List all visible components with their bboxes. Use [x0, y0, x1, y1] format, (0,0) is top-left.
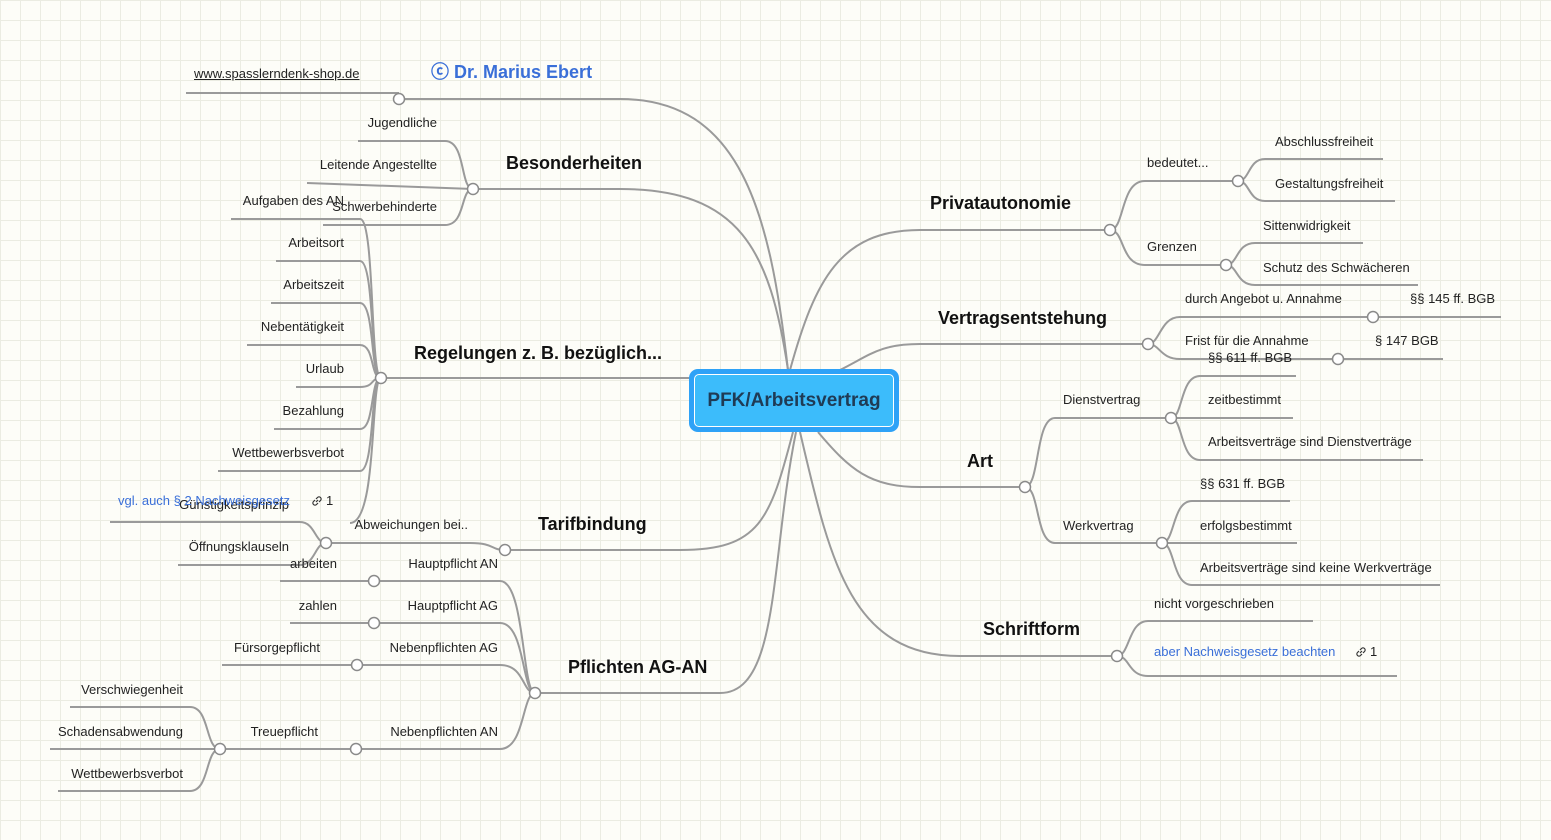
- subtopic-treuepflicht[interactable]: Treuepflicht: [250, 724, 318, 739]
- subtopic-hauptpflicht-ag[interactable]: Hauptpflicht AG: [407, 598, 498, 613]
- node-knob: [528, 686, 542, 700]
- topic-pflichten[interactable]: Pflichten AG-AN: [568, 657, 708, 677]
- node-knob: [1366, 310, 1380, 324]
- node-knob: [1018, 480, 1032, 494]
- subtopic-aufgaben[interactable]: Aufgaben des AN: [242, 193, 344, 208]
- subtopic-erfolgsbestimmt[interactable]: erfolgsbestimmt: [1200, 518, 1292, 533]
- topic-regelungen[interactable]: Regelungen z. B. bezüglich...: [414, 343, 663, 363]
- subtopic-arbeitszeit[interactable]: Arbeitszeit: [283, 277, 344, 292]
- subtopic-abschlussfreiheit[interactable]: Abschlussfreiheit: [1275, 134, 1374, 149]
- subtopic-147-bgb[interactable]: § 147 BGB: [1375, 333, 1439, 348]
- topic-art[interactable]: Art: [967, 451, 993, 471]
- subtopic-145-bgb[interactable]: §§ 145 ff. BGB: [1410, 291, 1496, 306]
- topic-besonderheiten[interactable]: Besonderheiten: [506, 153, 643, 173]
- link-icon: [1356, 647, 1366, 657]
- topic-vertragsentstehung[interactable]: Vertragsentstehung: [938, 308, 1108, 328]
- subtopic-dienstvertrag[interactable]: Dienstvertrag: [1063, 392, 1141, 407]
- node-knob: [374, 371, 388, 385]
- node-knob: [367, 574, 381, 588]
- subtopic-nachweisgesetz-link[interactable]: aber Nachweisgesetz beachten: [1154, 644, 1336, 659]
- subtopic-631-bgb[interactable]: §§ 631 ff. BGB: [1200, 476, 1286, 491]
- subtopic-nicht-vorgeschrieben[interactable]: nicht vorgeschrieben: [1154, 596, 1274, 611]
- subtopic-arbeiten[interactable]: arbeiten: [290, 556, 337, 571]
- subtopic-keine-werkvertraege[interactable]: Arbeitsverträge sind keine Werkverträge: [1200, 560, 1432, 575]
- subtopic-zahlen[interactable]: zahlen: [298, 598, 337, 613]
- subtopic-urlaub[interactable]: Urlaub: [305, 361, 344, 376]
- node-knob: [1103, 223, 1117, 237]
- node-knob: [1331, 352, 1345, 366]
- node-knob: [1155, 536, 1169, 550]
- subtopic-nebentaetigkeit[interactable]: Nebentätigkeit: [260, 319, 344, 334]
- link-count[interactable]: 1: [1355, 644, 1377, 660]
- connector-schriftform: [799, 431, 1117, 657]
- note-nachweisgesetz-link[interactable]: vgl. auch § 2 Nachweisgesetz: [118, 493, 290, 508]
- subtopic-angebot-annahme[interactable]: durch Angebot u. Annahme: [1185, 291, 1342, 306]
- link-count-value: 1: [326, 493, 334, 508]
- link-count[interactable]: 1: [311, 493, 333, 509]
- subtopic-hauptpflicht-an[interactable]: Hauptpflicht AN: [408, 556, 498, 571]
- node-knob: [1164, 411, 1178, 425]
- subtopic-oeffnungsklauseln[interactable]: Öffnungsklauseln: [188, 539, 289, 554]
- node-knob: [213, 742, 227, 756]
- subtopic-guenstigkeitsprinzip[interactable]: Günstigkeitsprinzip: [179, 497, 289, 512]
- subtopic-wettbewerbsverbot-treue[interactable]: Wettbewerbsverbot: [71, 766, 183, 781]
- subtopic-zeitbestimmt[interactable]: zeitbestimmt: [1208, 392, 1281, 407]
- subtopic-611-bgb[interactable]: §§ 611 ff. BGB: [1208, 350, 1293, 365]
- author-credit: ⓒ Dr. Marius Ebert: [431, 61, 592, 83]
- subtopic-bedeutet[interactable]: bedeutet...: [1147, 155, 1209, 170]
- subtopic-nebenpflichten-ag[interactable]: Nebenpflichten AG: [389, 640, 498, 655]
- copyright-icon: ⓒ: [431, 62, 449, 82]
- connector-art: [817, 431, 1025, 488]
- connector-tarifbindung: [505, 431, 794, 551]
- subtopic-schwerbehinderte[interactable]: Schwerbehinderte: [332, 199, 437, 214]
- subtopic-jugendliche[interactable]: Jugendliche: [367, 115, 437, 130]
- topic-privatautonomie[interactable]: Privatautonomie: [930, 193, 1072, 213]
- subtopic-leitende-angestellte[interactable]: Leitende Angestellte: [319, 157, 437, 172]
- subtopic-gestaltungsfreiheit[interactable]: Gestaltungsfreiheit: [1275, 176, 1384, 191]
- subtopic-wettbewerbsverbot[interactable]: Wettbewerbsverbot: [232, 445, 344, 460]
- topic-schriftform[interactable]: Schriftform: [983, 619, 1081, 639]
- topic-tarifbindung[interactable]: Tarifbindung: [538, 514, 647, 534]
- node-knob: [466, 182, 480, 196]
- node-knob: [319, 536, 333, 550]
- website-link[interactable]: www.spasslerndenk-shop.de: [194, 66, 360, 81]
- connector-header: [405, 98, 789, 371]
- node-knob: [1110, 649, 1124, 663]
- connector-privatautonomie: [789, 229, 1110, 371]
- subtopic-abweichungen[interactable]: Abweichungen bei..: [354, 517, 468, 532]
- subtopic-werkvertrag[interactable]: Werkvertrag: [1063, 518, 1134, 533]
- subtopic-sittenwidrigkeit[interactable]: Sittenwidrigkeit: [1263, 218, 1351, 233]
- node-knob: [1219, 258, 1233, 272]
- author-name: Dr. Marius Ebert: [454, 62, 593, 82]
- node-knob: [1141, 337, 1155, 351]
- subtopic-bezahlung[interactable]: Bezahlung: [282, 403, 344, 418]
- node-knob: [367, 616, 381, 630]
- subtopic-fuersorgepflicht[interactable]: Fürsorgepflicht: [234, 640, 320, 655]
- link-count-value: 1: [1370, 644, 1378, 659]
- connector-vertragsentstehung: [839, 343, 1148, 371]
- node-knob: [349, 742, 363, 756]
- node-knob: [392, 92, 406, 106]
- subtopic-grenzen[interactable]: Grenzen: [1147, 239, 1197, 254]
- node-knob: [498, 543, 512, 557]
- connector-besonderheiten: [473, 188, 789, 371]
- subtopic-schutz-schwaecheren[interactable]: Schutz des Schwächeren: [1263, 260, 1410, 275]
- connector-pflichten: [535, 431, 797, 694]
- subtopic-schadensabwendung[interactable]: Schadensabwendung: [57, 724, 183, 739]
- subtopic-arbeitsort[interactable]: Arbeitsort: [288, 235, 344, 250]
- subtopic-frist-annahme[interactable]: Frist für die Annahme: [1185, 333, 1309, 348]
- node-knob: [1231, 174, 1245, 188]
- link-icon: [312, 496, 322, 506]
- root-topic-title: PFK/Arbeitsvertrag: [694, 374, 894, 427]
- node-knob: [350, 658, 364, 672]
- subtopic-nebenpflichten-an[interactable]: Nebenpflichten AN: [390, 724, 498, 739]
- subtopic-verschwiegenheit[interactable]: Verschwiegenheit: [81, 682, 183, 697]
- subtopic-arbeitsvertraege-dienst[interactable]: Arbeitsverträge sind Dienstverträge: [1208, 434, 1412, 449]
- root-topic[interactable]: PFK/Arbeitsvertrag: [689, 369, 899, 432]
